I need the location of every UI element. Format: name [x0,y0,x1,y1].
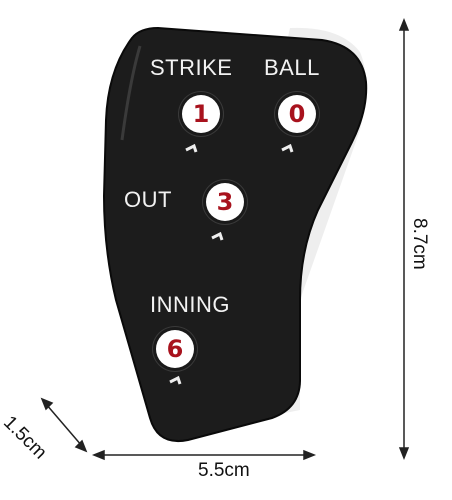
strike-dial[interactable]: 1 [182,95,220,133]
counter-body [102,26,368,442]
out-label: OUT [124,187,172,212]
strike-wheel-tick [185,143,198,153]
width-dimension-label: 5.5cm [198,460,250,481]
depth-dimension-line [40,397,88,453]
inning-dial[interactable]: 6 [156,330,194,368]
inning-label: INNING [150,292,230,317]
out-wheel-tick [211,231,224,241]
ball-label: BALL [264,55,320,80]
ball-wheel-tick [281,143,294,153]
height-dimension-label: 8.7cm [409,218,430,270]
out-dial[interactable]: 3 [206,183,244,221]
ball-dial[interactable]: 0 [278,95,316,133]
width-dimension-line [91,449,317,461]
strike-label: STRIKE [150,55,233,80]
inning-wheel-tick [169,375,182,385]
height-dimension-line [398,17,410,461]
